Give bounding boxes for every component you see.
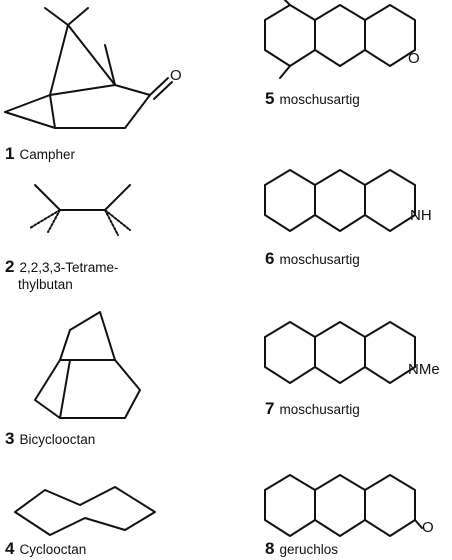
caption-compound-4: 4 Cyclooctan [5, 540, 86, 558]
ring-nh-label: NH [410, 207, 432, 224]
carbonyl-oxygen-label: O [170, 67, 182, 84]
compound-number: 8 [265, 539, 275, 558]
compound-name: moschusartig [279, 92, 360, 107]
structure-compound-5: O [264, 0, 420, 79]
caption-compound-8: 8 geruchlos [265, 540, 338, 558]
caption-compound-2: 2 2,2,3,3-Tetrame- thylbutan [5, 258, 119, 293]
compound-name: moschusartig [279, 402, 360, 417]
compound-name: Cyclooctan [19, 542, 87, 557]
caption-compound-7: 7 moschusartig [265, 400, 360, 418]
ketone-oxygen-label: O [422, 519, 434, 536]
compound-name: geruchlos [279, 542, 339, 557]
structure-cyclooctane [14, 486, 156, 536]
compound-name-line2: thylbutan [18, 277, 73, 292]
caption-compound-6: 6 moschusartig [265, 250, 360, 268]
compound-number: 7 [265, 399, 275, 418]
compound-name-line1: 2,2,3,3-Tetrame- [19, 260, 119, 275]
caption-compound-3: 3 Bicyclooctan [5, 430, 95, 448]
structure-compound-7: NMe [264, 321, 440, 384]
compound-name: moschusartig [279, 252, 360, 267]
compound-number: 5 [265, 89, 275, 108]
compound-name: Campher [19, 147, 75, 162]
structure-tetramethylbutane [29, 184, 131, 236]
compound-name: Bicyclooctan [19, 432, 96, 447]
caption-compound-5: 5 moschusartig [265, 90, 360, 108]
compound-number: 2 [5, 257, 15, 276]
structure-compound-6: NH [264, 169, 432, 232]
compound-number: 6 [265, 249, 275, 268]
compound-number: 1 [5, 144, 15, 163]
compound-number: 3 [5, 429, 15, 448]
caption-compound-1: 1 Campher [5, 145, 75, 163]
compound-number: 4 [5, 539, 15, 558]
structure-compound-8: O [264, 474, 434, 537]
structure-camphor: O [4, 7, 182, 129]
structure-bicyclooctane [34, 311, 141, 419]
ring-nme-label: NMe [408, 361, 440, 378]
ring-oxygen-label: O [408, 50, 420, 67]
